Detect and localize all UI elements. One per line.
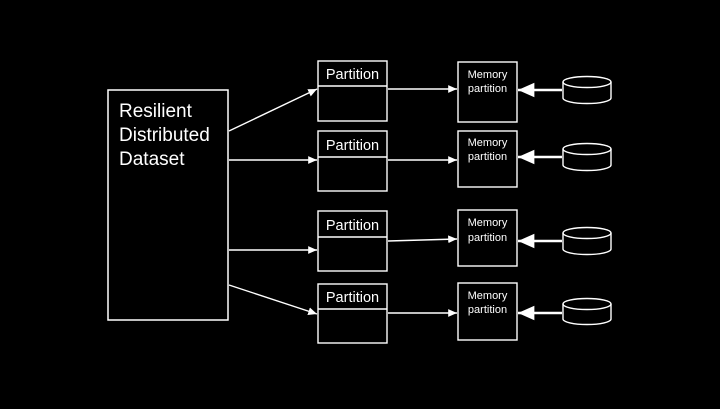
rdd-to-partition-arrow [228, 284, 318, 315]
memory-label-line-1: Memory [468, 69, 508, 81]
partition-label: Partition [326, 67, 379, 83]
partition-box: Partition [317, 130, 388, 192]
disk-cylinder-icon [562, 226, 612, 256]
memory-label-line-2: partition [468, 304, 507, 316]
disk-cylinder-icon [562, 297, 612, 326]
disk-cylinder-icon [562, 142, 612, 172]
memory-label-line-1: Memory [468, 137, 508, 149]
rdd-box: Resilient Distributed Dataset [107, 89, 229, 321]
memory-partition-box: Memory partition [457, 130, 518, 188]
partition-to-memory-arrow [387, 235, 458, 244]
partition-row-1: Partition Memory partition [228, 60, 612, 132]
memory-label-line-2: partition [468, 83, 507, 95]
partition-row-2: Partition Memory partition [229, 130, 612, 192]
disk-cylinder-icon [562, 75, 612, 105]
rdd-label-line-3: Dataset [119, 149, 185, 170]
rdd-label-line-1: Resilient [119, 101, 193, 122]
memory-label-line-1: Memory [468, 290, 508, 302]
partition-row-3: Partition Memory partition [229, 209, 612, 272]
memory-label-line-1: Memory [468, 217, 508, 229]
partition-label: Partition [326, 138, 379, 154]
partition-label: Partition [326, 290, 379, 306]
memory-partition-box: Memory partition [457, 61, 518, 123]
memory-partition-box: Memory partition [457, 209, 518, 267]
rdd-to-partition-arrow [228, 88, 318, 132]
partition-box: Partition [317, 210, 388, 272]
partition-box: Partition [317, 60, 388, 122]
memory-label-line-2: partition [468, 232, 507, 244]
partition-row-4: Partition Memory partition [228, 282, 612, 344]
rdd-label-line-2: Distributed [119, 125, 210, 146]
partition-box: Partition [317, 283, 388, 344]
memory-partition-box: Memory partition [457, 282, 518, 341]
memory-label-line-2: partition [468, 151, 507, 163]
partition-label: Partition [326, 218, 379, 234]
